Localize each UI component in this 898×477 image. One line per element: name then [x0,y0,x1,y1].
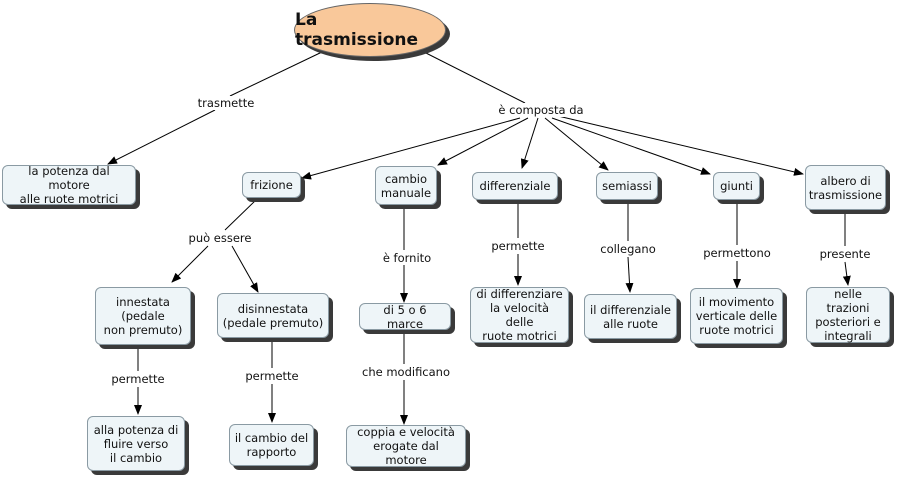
edge-composta-cambio [437,117,529,166]
link-label-presente: presente [817,247,873,261]
link-label-permette-innestata: permette [109,372,167,386]
edge-root-trasmette [229,51,323,97]
link-label-fornito: è fornito [380,251,434,265]
link-label-trasmette: trasmette [195,96,257,110]
root-concept-la-trasmissione[interactable]: La trasmissione [294,3,446,57]
concept-giunti[interactable]: giunti [713,172,760,200]
concept-trazioni-posteriori[interactable]: nelle trazioni posteriori e integrali [806,287,890,343]
concept-innestata[interactable]: innestata (pedale non premuto) [95,287,191,345]
concept-semiassi[interactable]: semiassi [596,172,658,200]
concept-frizione[interactable]: frizione [242,172,301,198]
edge-presente-alberodesc [842,261,851,286]
edge-composta-semiassi [544,117,609,171]
link-label-che-modificano: che modificano [359,365,453,379]
concept-differenziale-alle-ruote[interactable]: il differenziale alle ruote [584,294,677,339]
link-label-collegano: collegano [598,242,658,256]
link-label-puo-essere: può essere [186,231,254,245]
edge-composta-giunti [551,117,711,175]
edge-collegano-semidesc [625,256,634,293]
concept-albero-di-trasmissione[interactable]: albero di trasmissione [805,165,886,210]
concept-5-6-marce[interactable]: di 5 o 6 marce [359,303,451,331]
link-label-permette-disinnestata: permette [243,369,301,383]
concept-differenziare-velocita[interactable]: di differenziare la velocità delle ruote… [470,287,569,343]
edge-composta-albero [557,115,804,176]
concept-potenza[interactable]: la potenza dal motore alle ruote motrici [2,164,136,206]
link-label-composta: è composta da [496,103,586,117]
concept-differenziale[interactable]: differenziale [472,172,558,200]
concept-fluire-verso-cambio[interactable]: alla potenza di fluire verso il cambio [87,416,185,471]
concept-movimento-verticale[interactable]: il movimento verticale delle ruote motri… [690,288,783,344]
concept-coppia-velocita[interactable]: coppia e velocità erogate dal motore [346,425,466,467]
edge-composta-frizione [301,117,521,180]
link-label-permettono: permettono [701,246,773,260]
edge-root-composta [419,49,526,104]
edge-trasmette-potenza [107,109,216,165]
concept-cambio-del-rapporto[interactable]: il cambio del rapporto [229,424,314,466]
edge-frizione-puo [224,197,259,231]
edge-composta-differenziale [520,117,539,169]
concept-disinnestata[interactable]: disinnestata (pedale premuto) [217,293,329,338]
edge-puo-innestata [171,245,209,283]
link-label-permette-differenziale: permette [489,239,547,253]
edge-puo-disinnestata [231,245,259,293]
concept-cambio-manuale[interactable]: cambio manuale [375,166,437,205]
